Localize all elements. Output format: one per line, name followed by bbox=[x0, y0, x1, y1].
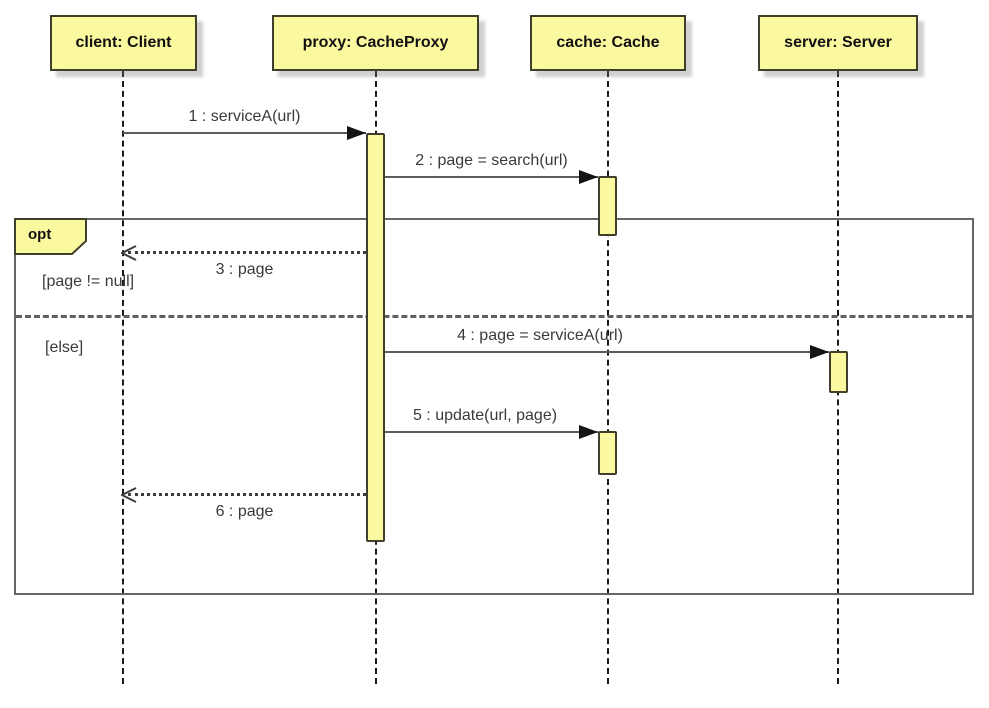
message-label: 2 : page = search(url) bbox=[415, 152, 568, 169]
return-arrowhead-icon bbox=[121, 245, 137, 261]
fragment-divider bbox=[16, 315, 972, 318]
message-line bbox=[128, 493, 366, 496]
activation-server bbox=[829, 351, 848, 393]
fragment-operator-pentagon bbox=[14, 218, 87, 255]
lifeline-head-proxy: proxy: CacheProxy bbox=[272, 15, 479, 71]
opt-fragment bbox=[14, 218, 974, 595]
sync-arrowhead-icon bbox=[579, 170, 598, 184]
message-label: 1 : serviceA(url) bbox=[188, 108, 301, 125]
lifeline-head-client: client: Client bbox=[50, 15, 197, 71]
sync-arrowhead-icon bbox=[347, 126, 366, 140]
message-label: 4 : page = serviceA(url) bbox=[457, 327, 623, 344]
guard-page-not-null: [page != null] bbox=[42, 273, 135, 290]
lifeline-cache bbox=[607, 71, 609, 684]
sync-arrowhead-icon bbox=[579, 425, 598, 439]
message-label: 5 : update(url, page) bbox=[412, 407, 558, 424]
message-line bbox=[385, 431, 598, 433]
message-label: 6 : page bbox=[215, 503, 274, 520]
lifeline-head-cache: cache: Cache bbox=[530, 15, 686, 71]
activation-proxy bbox=[366, 133, 385, 542]
fragment-operator-label: opt bbox=[28, 226, 52, 243]
activation-cache-1 bbox=[598, 176, 617, 236]
message-line bbox=[128, 251, 366, 254]
guard-else: [else] bbox=[45, 339, 84, 356]
lifeline-head-server: server: Server bbox=[758, 15, 918, 71]
return-arrowhead-icon bbox=[121, 487, 137, 503]
message-line bbox=[123, 132, 366, 134]
message-line bbox=[385, 351, 829, 353]
lifeline-client bbox=[122, 71, 124, 684]
message-label: 3 : page bbox=[215, 261, 274, 278]
message-line bbox=[385, 176, 598, 178]
activation-cache-2 bbox=[598, 431, 617, 475]
sync-arrowhead-icon bbox=[810, 345, 829, 359]
